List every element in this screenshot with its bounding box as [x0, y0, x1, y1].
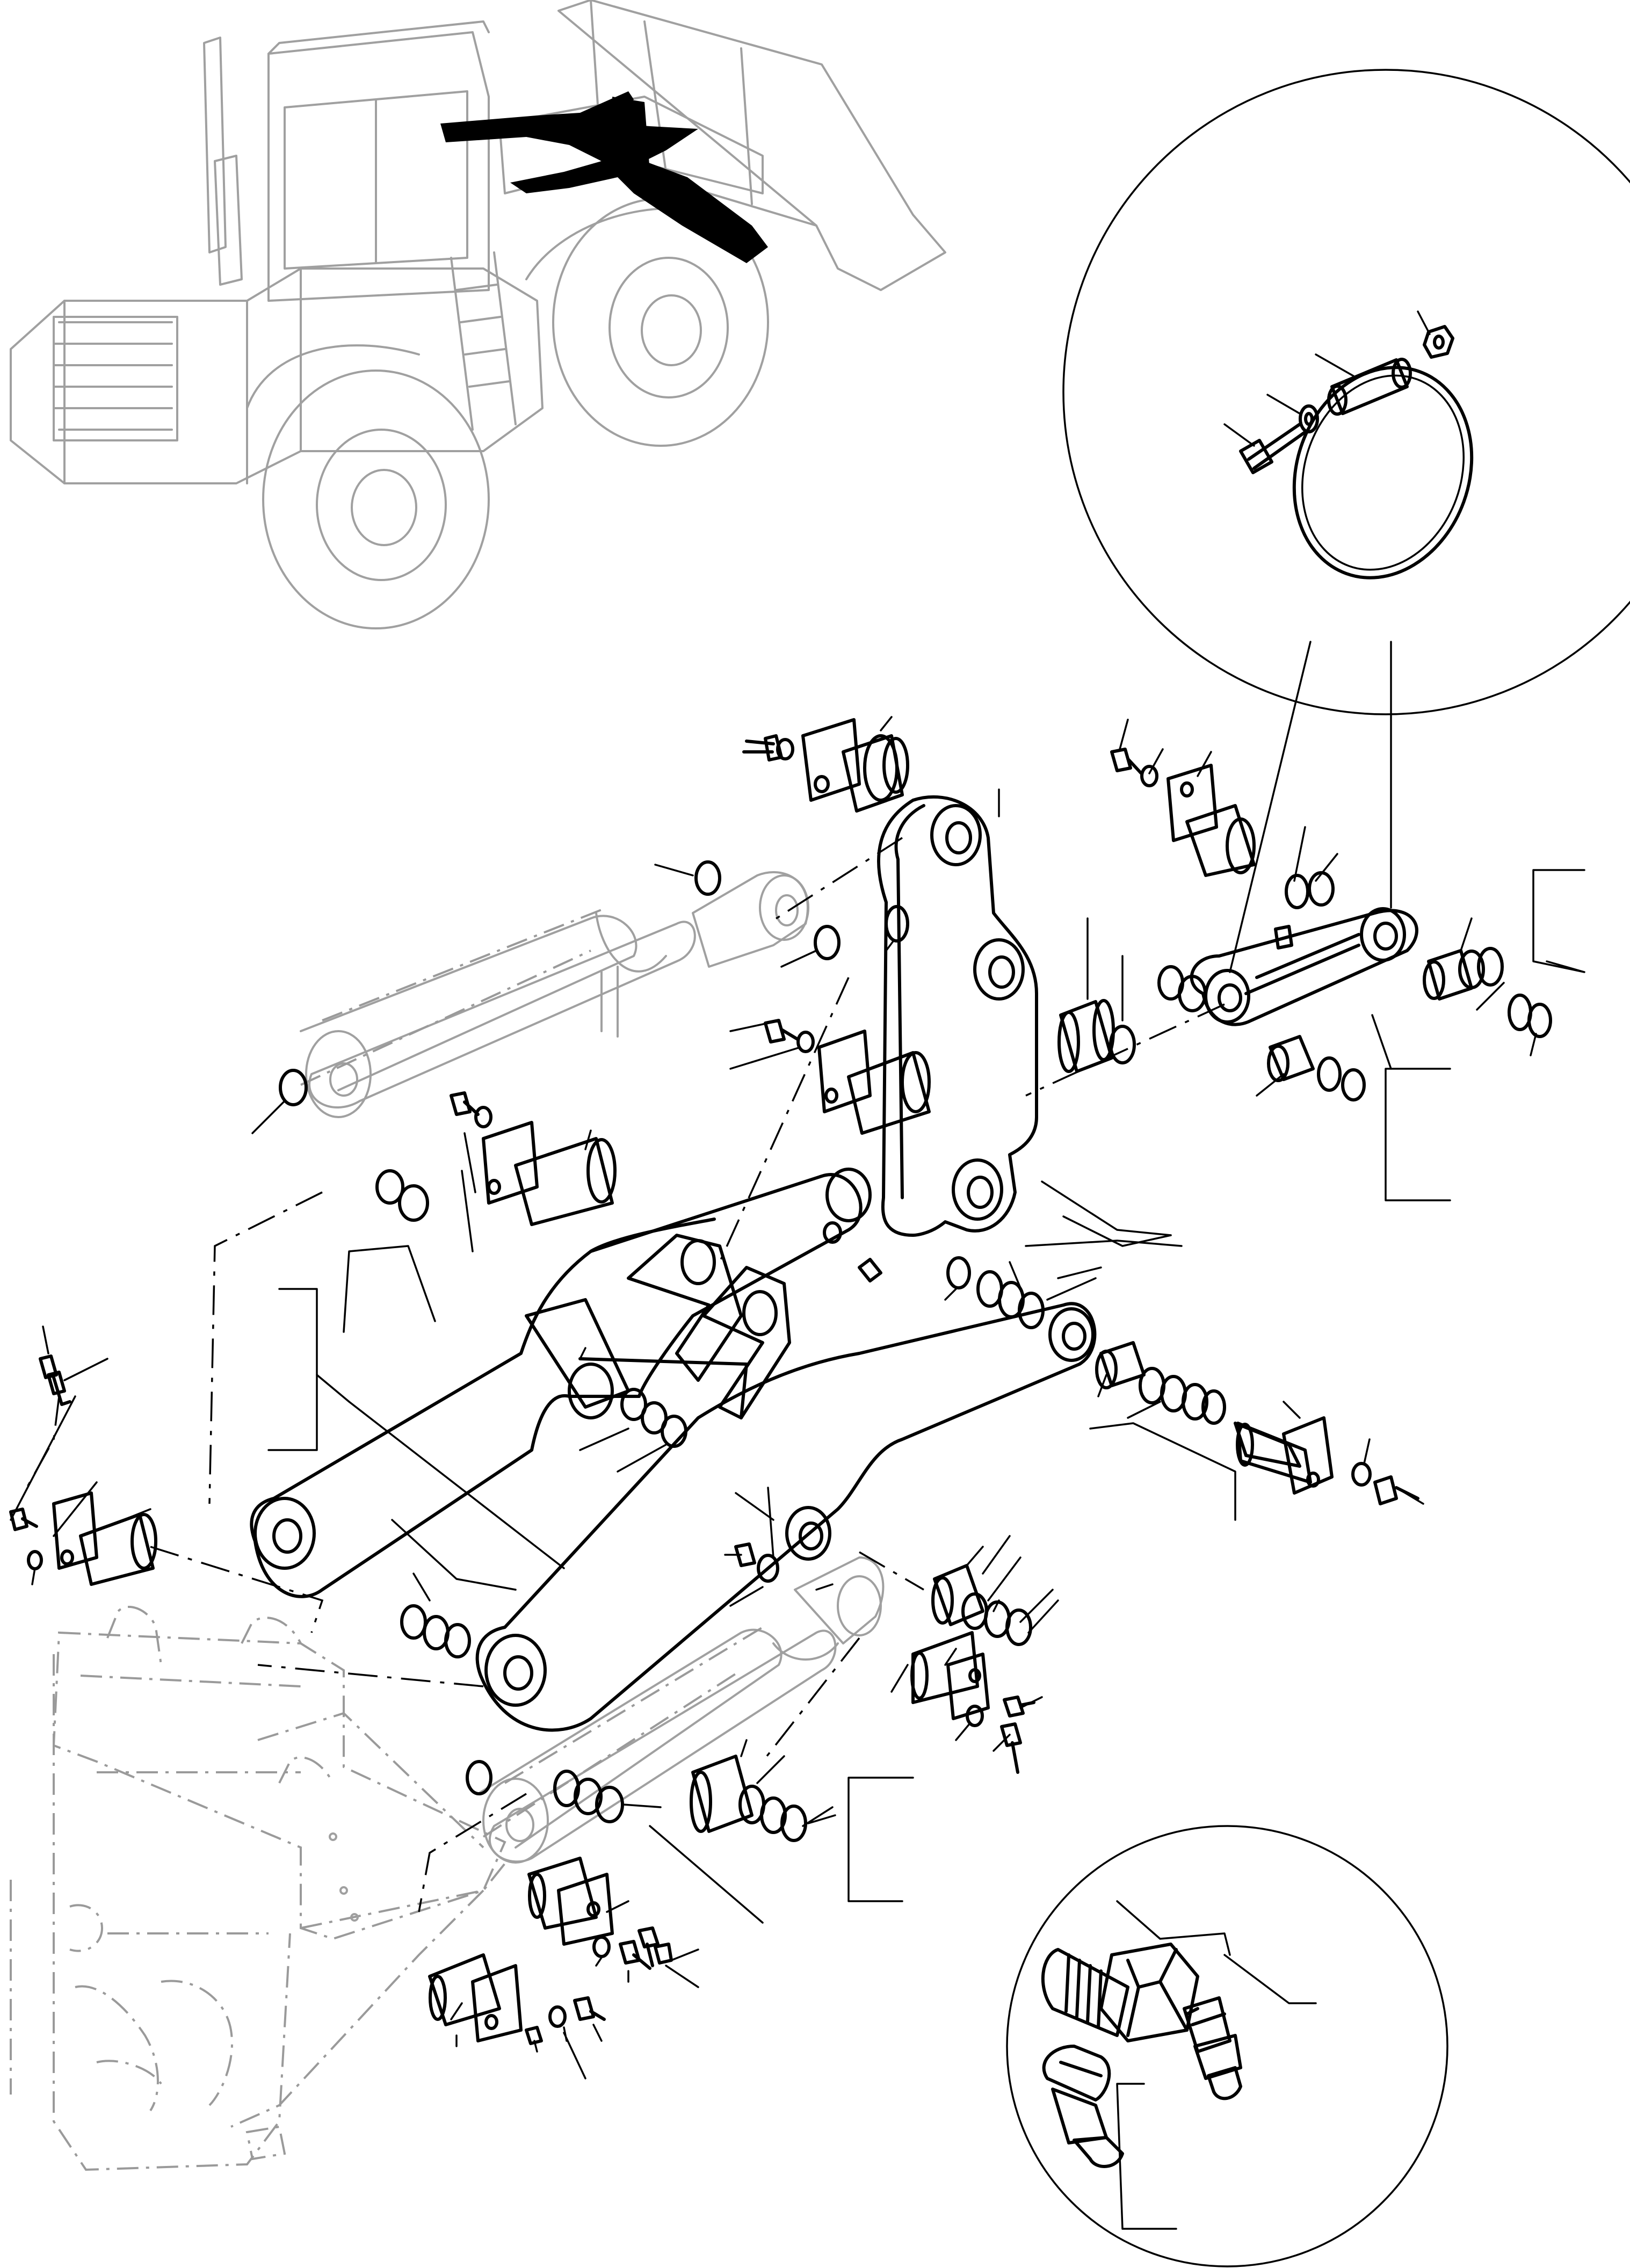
grease-fitting-angled	[1042, 2045, 1124, 2168]
lift-cylinder-lower	[477, 1556, 885, 1864]
pin-with-plate-frame-lower	[428, 1953, 606, 2079]
detail-circle-top	[1062, 69, 1630, 715]
bolt-part	[1239, 423, 1306, 474]
pin-with-plate-far-left	[9, 1325, 157, 1586]
lift-arms	[250, 1168, 1097, 1732]
bushing-center	[1057, 917, 1136, 1073]
o-ring-part	[1292, 366, 1474, 579]
pin-with-plate-arm-right	[1234, 1401, 1424, 1505]
loader-overview	[10, 0, 946, 629]
nut-part	[1423, 325, 1454, 359]
pin-with-plate-frame-upper	[527, 1857, 699, 1988]
tilt-link	[1190, 907, 1418, 1026]
hardware-lower-cylinder	[466, 1487, 1059, 1795]
pin-with-plate-top	[742, 716, 909, 813]
bellcrank-lever	[876, 788, 1038, 1237]
bolt-large-part	[1041, 1943, 1199, 2042]
seal-rings-upper-cylinder	[251, 860, 909, 1222]
pin-with-plate-left	[450, 1091, 617, 1252]
grease-fitting-straight	[1183, 1996, 1242, 2100]
pin-with-plate-middle	[729, 1019, 931, 1135]
assembly-centerlines	[26, 837, 1225, 1912]
bushing-seal-set-lower	[553, 1739, 914, 1924]
front-frame	[10, 1605, 506, 2171]
seal-rings-arms	[400, 1256, 1226, 1658]
callout-leaders	[267, 1180, 1236, 1612]
pin-with-plate-right	[1110, 719, 1256, 877]
detail-circle-bottom	[1006, 1825, 1448, 2267]
highlighted-linkage	[440, 91, 768, 263]
tilt-cylinder-upper	[300, 871, 809, 1118]
bushing-seal-set-link	[1157, 826, 1552, 1102]
